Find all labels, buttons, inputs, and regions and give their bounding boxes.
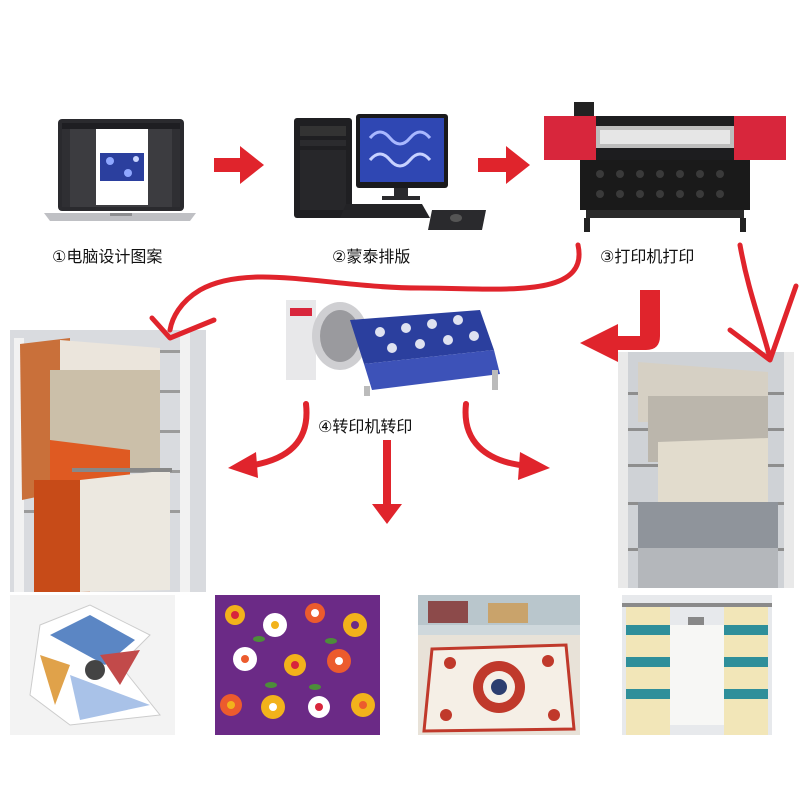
transfer-paper-rack-right-image [618, 352, 794, 588]
printer-image [540, 100, 790, 235]
heat-transfer-machine-image [280, 290, 510, 398]
step-2-label: ②蒙泰排版 [332, 247, 411, 266]
arrow-transfer-to-fabric [372, 440, 402, 524]
step-3-label: ③打印机打印 [600, 247, 695, 266]
step-4-label: ④转印机转印 [318, 417, 413, 436]
floral-fabric-image [215, 595, 380, 735]
step-1-label: ①电脑设计图案 [52, 247, 163, 266]
arrow-1-to-2 [214, 146, 264, 184]
curtain-image [622, 595, 772, 735]
arrow-transfer-to-carpet [462, 401, 550, 480]
computer-layout-image [290, 108, 490, 238]
transfer-paper-rack-left-image [10, 330, 206, 592]
silk-scarf-image [10, 595, 175, 735]
laptop-design-image [40, 115, 200, 225]
arrow-printer-to-right-rack [737, 242, 773, 361]
arrow-transfer-to-scarf [228, 401, 310, 478]
carpet-image [418, 595, 580, 735]
